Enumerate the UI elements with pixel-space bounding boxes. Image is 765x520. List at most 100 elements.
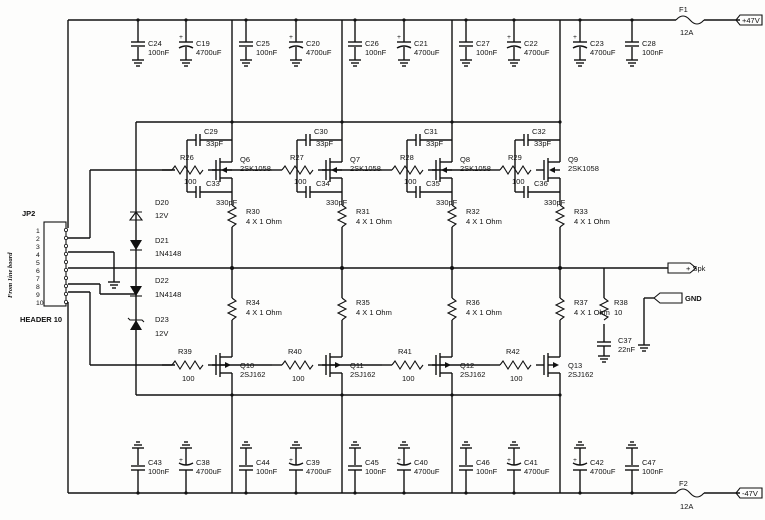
pin-terminal <box>64 235 69 240</box>
svg-text:1N4148: 1N4148 <box>155 249 181 258</box>
miller-cap-value: 33pF <box>316 139 334 148</box>
cap-value: 100nF <box>256 48 278 57</box>
gate-resistor-value: 100 <box>294 177 307 186</box>
mosfet-value: 2SJ162 <box>350 370 375 379</box>
source-resistor-value: 4 X 1 Ohm <box>356 308 392 317</box>
cap-value: 4700uF <box>590 467 616 476</box>
cap-value: 4700uF <box>414 48 440 57</box>
source-resistor-value: 4 X 1 Ohm <box>356 217 392 226</box>
cap-value: 100nF <box>642 48 664 57</box>
cap-value: 100nF <box>365 467 387 476</box>
gate-resistor-value: 100 <box>182 374 195 383</box>
speaker-output: + Spk <box>68 262 706 274</box>
svg-text:D21: D21 <box>155 236 169 245</box>
source-resistor-symbol <box>336 297 348 321</box>
gate-resistor-value: 100 <box>292 374 305 383</box>
positive-rail: F1 12A +47V <box>68 5 763 37</box>
svg-text:+: + <box>289 457 293 464</box>
pin-terminal <box>64 299 69 304</box>
connector-side-label: From 1ine board <box>7 252 14 298</box>
miller-cap-ref: C29 <box>204 127 218 136</box>
mosfet-value: 2SJ162 <box>568 370 593 379</box>
miller-cap-value: 33pF <box>534 139 552 148</box>
source-resistor-ref: R36 <box>466 298 480 307</box>
pin-terminal <box>64 283 69 288</box>
gate-cap-value: 330pF <box>326 198 348 207</box>
zobel-network: R38 10 C37 22nF <box>597 268 650 363</box>
svg-text:+: + <box>289 34 293 41</box>
source-resistor-symbol <box>446 204 458 228</box>
fuse-f2-rating: 12A <box>680 502 693 511</box>
mosfet-value: 2SK1058 <box>568 164 599 173</box>
connector-pin-7: 7 <box>36 276 40 283</box>
cap-value: 4700uF <box>196 467 222 476</box>
positive-terminal-symbol <box>735 14 763 26</box>
source-resistor-ref: R33 <box>574 207 588 216</box>
cap-ref: C47 <box>642 458 656 467</box>
diode-d23: D23 12V <box>127 315 169 338</box>
cap-value: 100nF <box>148 467 170 476</box>
pin-terminal <box>64 275 69 280</box>
source-resistor-symbol <box>336 204 348 228</box>
rail-verticals <box>67 20 561 493</box>
source-resistor-ref: R31 <box>356 207 370 216</box>
ground-terminal: GND <box>643 292 702 345</box>
mosfet-ref: Q13 <box>568 361 582 370</box>
connector-pin-10: 10 <box>36 300 44 307</box>
gate-resistor-symbol <box>499 359 532 371</box>
cap-ref: C19 <box>196 39 210 48</box>
fuse-f2-symbol <box>675 488 705 498</box>
diode-d20: D20 12V <box>128 198 169 221</box>
svg-text:12V: 12V <box>155 211 168 220</box>
svg-text:+: + <box>507 457 511 464</box>
gate-resistor-value: 100 <box>510 374 523 383</box>
gate-cap-ref: C33 <box>206 179 220 188</box>
svg-text:10: 10 <box>614 308 622 317</box>
svg-text:22nF: 22nF <box>618 345 636 354</box>
svg-text:D22: D22 <box>155 276 169 285</box>
gate-cap-value: 330pF <box>544 198 566 207</box>
top-decoupling-caps: C24100nF+C194700uFC25100nF+C204700uFC261… <box>131 18 664 67</box>
source-resistor-ref: R37 <box>574 298 588 307</box>
fuse-f1-rating: 12A <box>680 28 693 37</box>
connector-pin-9: 9 <box>36 292 40 299</box>
connector-name: HEADER 10 <box>20 315 62 324</box>
source-resistor-value: 4 X 1 Ohm <box>574 217 610 226</box>
miller-cap-ref: C30 <box>314 127 328 136</box>
cap-ref: C45 <box>365 458 379 467</box>
gate-resistor-ref: R39 <box>178 347 192 356</box>
gate-resistor-ref: R41 <box>398 347 412 356</box>
cap-value: 100nF <box>256 467 278 476</box>
gate-cap-value: 330pF <box>436 198 458 207</box>
svg-text:+: + <box>179 457 183 464</box>
source-resistor-value: 4 X 1 Ohm <box>466 308 502 317</box>
miller-cap-ref: C32 <box>532 127 546 136</box>
cap-ref: C40 <box>414 458 428 467</box>
svg-text:+: + <box>573 457 577 464</box>
negative-terminal-symbol <box>735 487 763 499</box>
connector-pin-6: 6 <box>36 268 40 275</box>
source-resistor-symbol <box>554 297 566 321</box>
cap-value: 100nF <box>365 48 387 57</box>
cap-value: 4700uF <box>414 467 440 476</box>
source-resistor-symbol <box>226 204 238 228</box>
mosfet-ref: Q7 <box>350 155 360 164</box>
connector-pin-4: 4 <box>36 252 40 259</box>
pin-terminal <box>64 251 69 256</box>
negative-rail-label: -47V <box>742 489 758 498</box>
ground-label: GND <box>685 294 702 303</box>
